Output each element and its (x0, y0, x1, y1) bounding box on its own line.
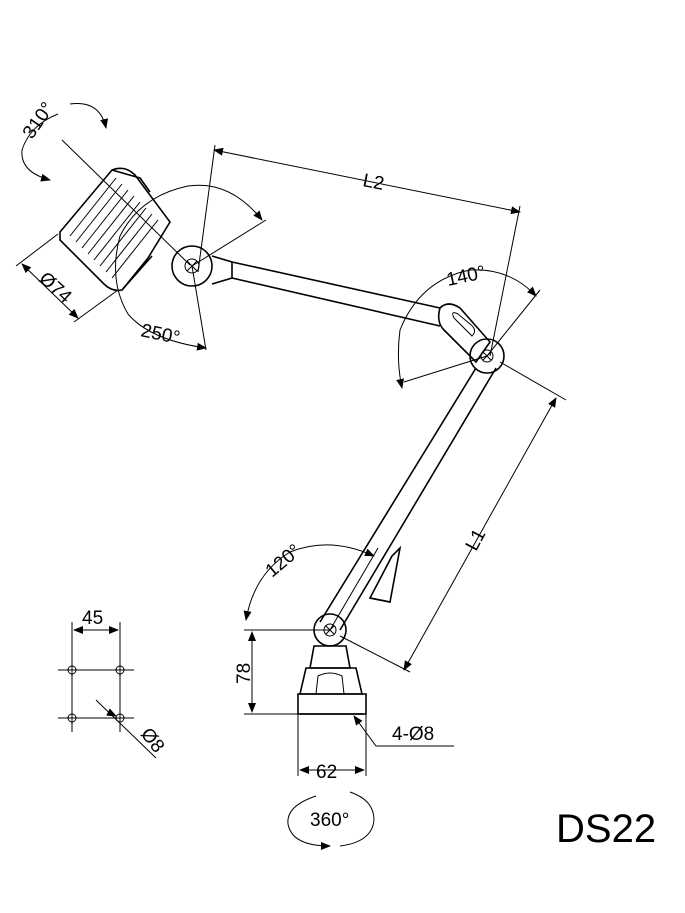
holes-leader (353, 715, 454, 747)
width-label: 62 (316, 762, 337, 783)
height-label: 78 (234, 663, 255, 684)
base (297, 645, 367, 715)
head-diameter-label: Ø74 (35, 268, 76, 308)
base-rotation-label: 360° (310, 810, 349, 831)
elbow-angle-dimension (396, 269, 541, 389)
width-dimension (297, 714, 367, 776)
head-rotation-dimension (21, 103, 109, 182)
hole-pattern (58, 622, 157, 759)
head-rotation-label: 310° (19, 99, 59, 143)
hole-diameter-label: Ø8 (136, 724, 168, 757)
model-label: DS22 (556, 807, 656, 851)
upper-arm (171, 245, 492, 364)
head-angle-dimension (115, 184, 267, 351)
base-angle-dimension (243, 544, 379, 631)
l1-dimension (339, 361, 567, 673)
head-angle-label: 250° (139, 320, 182, 349)
base-rotation-dimension (287, 791, 375, 850)
elbow-angle-label: 140° (445, 262, 488, 291)
head-diameter-dimension (15, 233, 119, 323)
lower-arm (319, 367, 497, 631)
hole-spacing-label: 45 (82, 608, 103, 629)
base-angle-label: 120° (262, 540, 306, 581)
lamp-head (59, 139, 191, 292)
l1-label: L1 (462, 526, 490, 555)
height-dimension (244, 629, 316, 715)
holes-label: 4-Ø8 (392, 724, 434, 745)
l2-dimension (197, 144, 521, 357)
l2-label: L2 (361, 170, 386, 195)
